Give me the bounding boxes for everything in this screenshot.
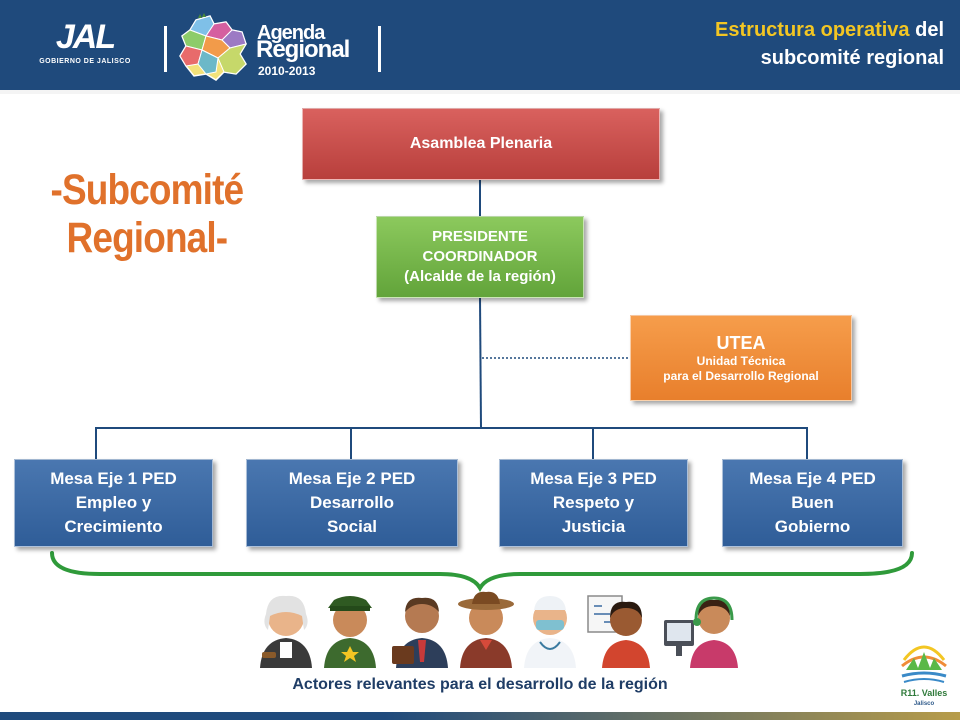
big-title-line1: -Subcomité xyxy=(50,166,245,214)
asamblea-label: Asamblea Plenaria xyxy=(409,135,553,152)
call-center-operator-icon xyxy=(664,596,738,668)
jalisco-regions-map-icon xyxy=(179,13,248,81)
farmer-icon xyxy=(458,591,514,668)
subcomite-regional-title: -Subcomité Regional- xyxy=(48,166,246,262)
mesa-title: Mesa Eje 1 PED xyxy=(50,469,177,488)
mesa-eje-1-box: Mesa Eje 1 PED Empleo y Crecimiento xyxy=(14,459,213,547)
header-separator xyxy=(164,26,167,72)
slide-title-line2: subcomité regional xyxy=(760,47,944,69)
presidente-line2: COORDINADOR xyxy=(422,248,538,265)
big-title-line2: Regional- xyxy=(66,214,229,262)
judge-icon xyxy=(260,595,312,668)
mesa-line3: Justicia xyxy=(561,517,626,536)
utea-box: UTEA Unidad Técnica para el Desarrollo R… xyxy=(630,315,852,401)
utea-line1: Unidad Técnica xyxy=(696,354,786,368)
slide-title: Estructura operativa del subcomité regio… xyxy=(624,16,944,72)
police-officer-icon xyxy=(324,596,376,668)
actors-caption: Actores relevantes para el desarrollo de… xyxy=(292,676,668,693)
presidente-line3: (Alcalde de la región) xyxy=(404,268,556,285)
header-separator xyxy=(378,26,381,72)
agenda-logo-years: 2010-2013 xyxy=(258,64,316,78)
actors-brace xyxy=(50,551,914,593)
slide-title-highlight: Estructura operativa xyxy=(715,19,910,41)
mesa-title: Mesa Eje 4 PED xyxy=(749,469,876,488)
mesa-line3: Social xyxy=(326,517,378,536)
mesa-title: Mesa Eje 2 PED xyxy=(288,469,416,488)
mesa-line3: Crecimiento xyxy=(64,517,163,536)
r11-sublabel: Jalisco xyxy=(914,701,935,707)
agenda-logo-word-1: Agenda xyxy=(257,22,325,44)
mesa-line2: Buen xyxy=(791,493,834,512)
businessman-icon xyxy=(392,597,448,668)
utea-title: UTEA xyxy=(716,333,766,353)
mesa-title: Mesa Eje 3 PED xyxy=(530,469,657,488)
mesa-eje-2-box: Mesa Eje 2 PED Desarrollo Social xyxy=(246,459,458,547)
header-bar: JAL GOBIERNO DE JALISCO Agenda Regional … xyxy=(0,0,960,90)
jal-logo-text: JAL xyxy=(55,18,116,56)
jal-logo-subtitle: GOBIERNO DE JALISCO xyxy=(39,58,131,65)
agenda-logo-word-2: Regional xyxy=(256,36,350,63)
mesa-line2: Respeto y xyxy=(552,493,635,512)
bottom-bar xyxy=(0,712,960,720)
header-divider xyxy=(0,90,960,94)
actors-icons-row xyxy=(260,591,738,668)
asamblea-plenaria-box: Asamblea Plenaria xyxy=(302,108,660,180)
mesa-line2: Desarrollo xyxy=(309,493,395,512)
presidente-line1: PRESIDENTE xyxy=(432,228,528,245)
connector-presidente-mesas xyxy=(479,297,482,429)
mesa-eje-4-box: Mesa Eje 4 PED Buen Gobierno xyxy=(722,459,903,547)
doctor-icon xyxy=(524,596,576,668)
jalisco-government-logo: JAL GOBIERNO DE JALISCO xyxy=(30,18,140,76)
slide-title-rest: del xyxy=(909,19,944,41)
utea-line2: para el Desarrollo Regional xyxy=(663,369,819,383)
mesa-eje-3-box: Mesa Eje 3 PED Respeto y Justicia xyxy=(499,459,688,547)
teacher-icon xyxy=(587,595,650,668)
mesa-line3: Gobierno xyxy=(774,517,851,536)
presidente-coordinador-box: PRESIDENTE COORDINADOR (Alcalde de la re… xyxy=(376,216,584,298)
r11-label: R11. Valles xyxy=(901,688,948,698)
mesa-line2: Empleo y xyxy=(75,493,152,512)
r11-valles-logo: R11. Valles Jalisco xyxy=(894,630,954,708)
